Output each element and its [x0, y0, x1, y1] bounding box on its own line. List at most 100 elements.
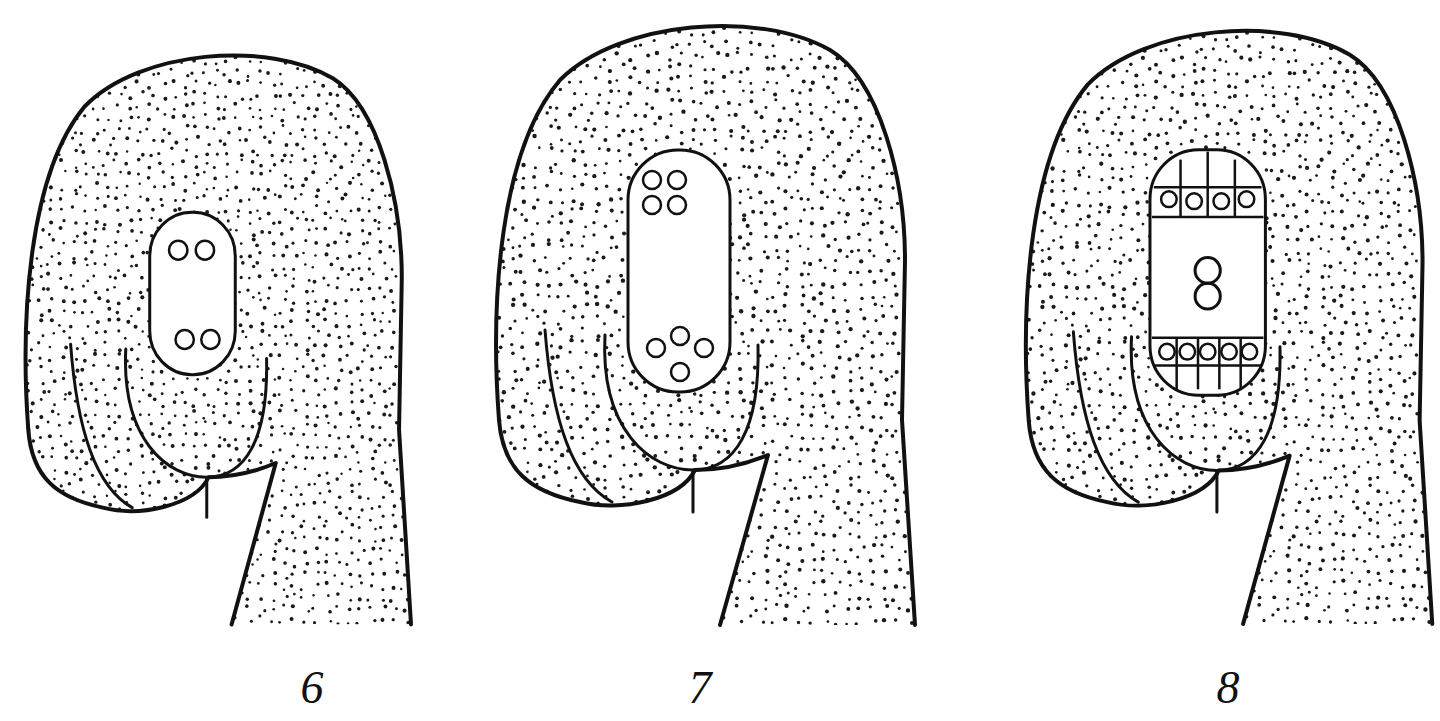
stipple-dot — [84, 194, 87, 197]
stipple-dot — [180, 37, 184, 41]
stipple-dot — [291, 531, 294, 534]
stipple-dot — [80, 449, 84, 453]
stipple-dot — [201, 45, 204, 48]
stipple-dot — [259, 342, 263, 346]
stipple-dot — [173, 400, 177, 404]
stipple-dot — [281, 159, 285, 163]
stipple-dot — [219, 436, 221, 439]
stipple-dot — [250, 620, 253, 623]
stipple-dot — [270, 433, 273, 436]
stipple-dot — [293, 278, 295, 280]
stipple-dot — [218, 493, 221, 496]
stipple-dot — [392, 382, 396, 386]
stipple-dot — [311, 456, 314, 460]
stipple-dot — [174, 414, 177, 417]
stipple-dot — [266, 188, 270, 192]
stipple-dot — [388, 320, 391, 323]
stipple-dot — [249, 324, 253, 328]
stipple-dot — [64, 456, 68, 460]
stipple-dot — [215, 62, 218, 65]
stipple-dot — [202, 393, 205, 397]
stipple-dot — [411, 257, 414, 260]
stipple-dot — [393, 250, 396, 253]
stipple-dot — [416, 389, 420, 393]
stipple-dot — [417, 534, 421, 538]
stipple-dot — [260, 554, 262, 557]
stipple-dot — [216, 95, 219, 98]
stipple-dot — [388, 142, 390, 144]
stipple-dot — [158, 162, 161, 166]
stipple-dot — [335, 506, 338, 509]
stipple-dot — [374, 528, 377, 531]
stipple-dot — [327, 333, 331, 337]
stipple-dot — [71, 205, 74, 208]
stipple-dot — [259, 461, 262, 464]
stipple-dot — [242, 425, 245, 428]
micropyle — [205, 477, 208, 517]
stipple-dot — [261, 574, 264, 577]
stipple-dot — [294, 370, 297, 373]
stipple-dot — [304, 135, 307, 138]
stipple-dot — [307, 106, 311, 110]
stipple-dot — [150, 217, 153, 220]
stipple-dot — [236, 528, 239, 531]
stipple-dot — [341, 218, 343, 221]
stipple-dot — [362, 73, 365, 77]
stipple-dot — [16, 346, 19, 349]
stipple-dot — [25, 239, 29, 243]
stipple-dot — [295, 485, 298, 488]
stipple-dot — [368, 232, 372, 236]
stipple-dot — [204, 420, 207, 423]
stipple-dot — [185, 138, 188, 141]
stipple-dot — [73, 549, 76, 552]
stipple-dot — [379, 366, 382, 369]
stipple-dot — [245, 542, 249, 546]
stipple-dot — [17, 74, 21, 78]
stipple-dot — [19, 365, 22, 369]
ovule-lines — [26, 55, 411, 624]
stipple-dot — [321, 354, 325, 358]
stipple-dot — [366, 344, 369, 347]
stipple-dot — [228, 534, 231, 537]
stipple-dot — [38, 450, 41, 453]
stipple-dot — [292, 302, 295, 305]
stipple-dot — [371, 507, 374, 510]
stipple-dot — [40, 68, 43, 71]
stipple-dot — [139, 550, 142, 553]
stipple-dot — [246, 44, 250, 48]
stipple-dot — [114, 404, 117, 407]
stipple-dot — [411, 103, 414, 107]
stipple-dot — [350, 551, 353, 554]
stipple-dot — [57, 515, 60, 519]
stipple-dot — [251, 523, 255, 527]
stipple-dot — [60, 484, 63, 487]
stipple-dot — [134, 614, 138, 618]
stipple-dot — [47, 421, 50, 424]
stipple-dot — [316, 446, 318, 449]
stipple-dot — [59, 226, 63, 230]
stipple-dot — [358, 63, 360, 66]
stipple-dot — [57, 252, 60, 255]
stipple-dot — [91, 592, 95, 596]
stipple-dot — [363, 549, 366, 552]
stipple-dot — [47, 390, 50, 393]
stipple-dot — [204, 557, 207, 560]
stipple-dot — [340, 369, 343, 373]
stipple-dot — [372, 52, 375, 55]
stipple-dot — [395, 607, 398, 610]
stipple-dot — [294, 197, 297, 200]
stipple-dot — [75, 456, 78, 459]
stipple-dot — [80, 583, 83, 586]
stipple-dot — [58, 94, 62, 98]
stipple-dot — [285, 143, 289, 147]
stipple-dot — [368, 606, 371, 609]
stipple-dot — [361, 229, 364, 232]
stipple-dot — [126, 150, 128, 153]
stipple-dot — [281, 425, 284, 428]
stipple-dot — [267, 297, 270, 300]
stipple-dot — [112, 159, 115, 162]
stipple-dot — [278, 539, 282, 543]
stipple-dot — [197, 536, 200, 539]
stipple-dot — [182, 199, 185, 202]
stipple-dot — [418, 402, 421, 405]
